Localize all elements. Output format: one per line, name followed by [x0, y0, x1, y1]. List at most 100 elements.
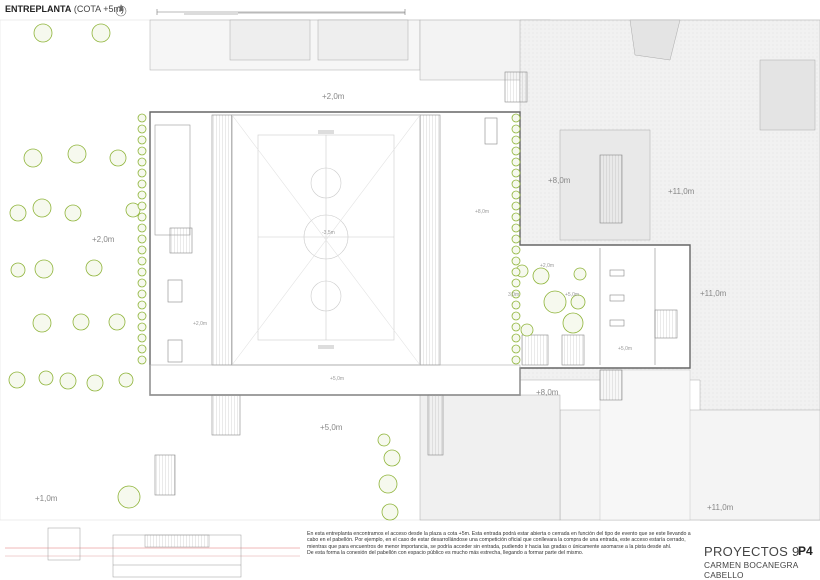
trees	[8, 23, 587, 521]
tree-icon	[511, 245, 521, 255]
tree-icon	[23, 148, 43, 168]
scale-bar	[156, 9, 406, 15]
tree-icon	[511, 212, 521, 222]
tree-icon	[64, 204, 82, 222]
tree-icon	[34, 259, 54, 279]
tree-icon	[511, 201, 521, 211]
tree-icon	[511, 146, 521, 156]
course-title: PROYECTOS 9	[704, 544, 800, 559]
tree-icon	[511, 179, 521, 189]
tree-icon	[511, 322, 521, 332]
tree-icon	[570, 294, 586, 310]
tree-icon	[9, 204, 27, 222]
tree-icon	[543, 290, 567, 314]
level-label: +11,0m	[700, 289, 727, 298]
tree-icon	[573, 267, 587, 281]
tree-icon	[520, 323, 534, 337]
level-label: +2,0m	[92, 235, 115, 244]
tree-icon	[137, 245, 147, 255]
tree-icon	[511, 333, 521, 343]
tree-icon	[511, 267, 521, 277]
tree-icon	[511, 135, 521, 145]
level-label: +5,0m	[320, 423, 343, 432]
tree-icon	[137, 267, 147, 277]
tree-icon	[8, 371, 26, 389]
tree-icon	[137, 311, 147, 321]
level-label: -3,5m	[322, 230, 335, 236]
sheet-number: P4	[798, 544, 813, 558]
level-label: +11,0m	[707, 503, 734, 512]
tree-icon	[137, 201, 147, 211]
title-block: PROYECTOS 9 P4 CARMEN BOCANEGRA CABELLO	[704, 544, 820, 580]
tree-icon	[137, 344, 147, 354]
tree-icon	[137, 157, 147, 167]
tree-icon	[511, 113, 521, 123]
description-paragraph: En esta entreplanta encontramos el acces…	[307, 531, 691, 550]
tree-icon	[59, 372, 77, 390]
tree-icon	[511, 190, 521, 200]
tree-icon	[511, 289, 521, 299]
tree-icon	[511, 223, 521, 233]
tree-icon	[511, 278, 521, 288]
tree-icon	[511, 157, 521, 167]
description-text: En esta entreplanta encontramos el acces…	[307, 531, 702, 556]
level-label: +5,0m	[330, 376, 344, 382]
tree-icon	[33, 23, 53, 43]
tree-icon	[137, 124, 147, 134]
plan-title: ENTREPLANTA	[5, 4, 72, 14]
tree-icon	[511, 168, 521, 178]
tree-icon	[511, 300, 521, 310]
level-label: +8,0m	[536, 388, 559, 397]
tree-icon	[91, 23, 111, 43]
tree-icon	[137, 355, 147, 365]
plan-subtitle: (COTA +5m)	[73, 4, 124, 14]
level-label: +11,0m	[668, 187, 695, 196]
tree-icon	[117, 485, 141, 509]
tree-icon	[137, 234, 147, 244]
tree-icon	[108, 313, 126, 331]
tree-icon	[137, 322, 147, 332]
tree-icon	[67, 144, 87, 164]
tree-icon	[137, 278, 147, 288]
level-label: +5,0m	[618, 346, 632, 352]
tree-icon	[137, 179, 147, 189]
level-label: +8,0m	[548, 176, 571, 185]
tree-icon	[383, 449, 401, 467]
tree-icon	[511, 311, 521, 321]
tree-icon	[137, 190, 147, 200]
tree-icon	[137, 289, 147, 299]
tree-icon	[137, 135, 147, 145]
tree-icon	[125, 202, 141, 218]
tree-icon	[137, 333, 147, 343]
tree-icon	[137, 212, 147, 222]
tree-icon	[38, 370, 54, 386]
author-name: CARMEN BOCANEGRA CABELLO	[704, 560, 799, 580]
tree-icon	[511, 234, 521, 244]
description-paragraph: De esta forma la conexión del pabellón c…	[307, 549, 584, 556]
tree-icon	[532, 267, 550, 285]
pavilion	[149, 71, 691, 496]
tree-icon	[562, 312, 584, 334]
level-label: +8,0m	[475, 209, 489, 215]
tree-icon	[511, 124, 521, 134]
section-drawing	[5, 527, 300, 578]
level-label: 3,0m	[508, 292, 519, 298]
tree-icon	[378, 474, 398, 494]
tree-icon	[10, 262, 26, 278]
tree-icon	[85, 259, 103, 277]
tree-icon	[381, 503, 399, 521]
tree-icon	[377, 433, 391, 447]
level-label: +1,0m	[35, 494, 58, 503]
tree-icon	[137, 168, 147, 178]
tree-icon	[109, 149, 127, 167]
level-label: +2,0m	[540, 263, 554, 269]
tree-icon	[137, 113, 147, 123]
level-label: +5,0m	[565, 292, 579, 298]
sheet-title: ENTREPLANTA (COTA +5m)	[5, 4, 124, 14]
tree-icon	[32, 313, 52, 333]
north-arrow-icon	[115, 4, 127, 17]
tree-icon	[32, 198, 52, 218]
tree-icon	[511, 256, 521, 266]
tree-icon	[137, 146, 147, 156]
